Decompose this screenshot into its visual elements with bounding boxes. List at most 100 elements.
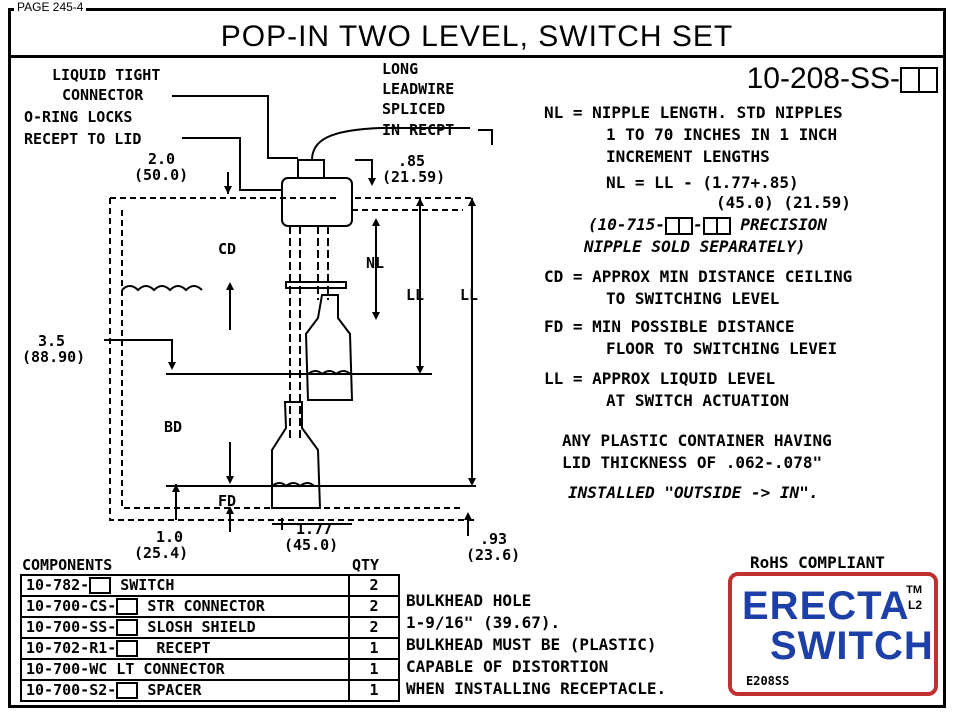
leadwire (311, 127, 470, 161)
arrow (368, 178, 376, 186)
arrow (224, 186, 232, 194)
blank-box-icon (116, 619, 139, 636)
label-liquid-tight-1: LIQUID TIGHT (52, 66, 161, 84)
dim-label-88-90: (88.90) (22, 348, 86, 366)
container-inner-outline (121, 210, 463, 509)
component-cell: 10-702-R1- RECEPT (20, 637, 350, 660)
blank-box-icon (900, 67, 920, 94)
leader-oring (182, 137, 282, 191)
component-part: 10-700-CS- (26, 597, 117, 615)
component-cell: 10-782- SWITCH (20, 574, 350, 597)
bulkhead-2: 1-9/16" (39.67). (406, 613, 561, 632)
title-bar: POP-IN TWO LEVEL, SWITCH SET (8, 8, 946, 58)
label-oring-1: O-RING LOCKS (24, 108, 133, 126)
label-nl: NL (366, 254, 385, 272)
bulkhead-1: BULKHEAD HOLE (406, 591, 532, 610)
qty-cell: 1 (348, 637, 400, 660)
note-fd-2: FLOOR TO SWITCHING LEVEI (606, 339, 838, 358)
dim-label-2-0: 2.0 (148, 150, 176, 168)
drawing-frame (8, 8, 946, 708)
component-desc: SLOSH SHIELD (138, 618, 256, 636)
dim-label-85: .85 (398, 152, 426, 170)
blank-box-icon (680, 216, 694, 235)
note-installed: INSTALLED "OUTSIDE -> IN". (568, 483, 819, 502)
dim-label-50-0: (50.0) (134, 166, 189, 184)
qty-header: QTY (352, 556, 380, 574)
connector-nut (297, 159, 325, 179)
component-desc: SPACER (138, 681, 202, 699)
bulkhead-4: CAPABLE OF DISTORTION (406, 657, 609, 676)
arrow (226, 506, 234, 514)
erecta-switch-logo: ERECTA SWITCH TM L2 E208SS (728, 572, 938, 696)
label-oring-2: RECEPT TO LID (24, 130, 142, 148)
table-row: 10-700-WC LT CONNECTOR 1 (20, 658, 400, 681)
leader-liquid-tight (172, 95, 298, 159)
receptacle-body (281, 177, 353, 227)
component-part: 10-702-R1- (26, 639, 117, 657)
note-formula-1: NL = LL - (1.77+.85) (606, 173, 799, 192)
label-liquid-tight-2: CONNECTOR (62, 86, 144, 104)
leader-85 (355, 159, 373, 184)
note-container-1: ANY PLASTIC CONTAINER HAVING (562, 431, 832, 450)
component-part: 10-700-S2- (26, 681, 117, 699)
bulkhead-3: BULKHEAD MUST BE (PLASTIC) (406, 635, 657, 654)
arrow (464, 512, 472, 520)
lower-switch (271, 401, 322, 509)
page-title: POP-IN TWO LEVEL, SWITCH SET (220, 20, 734, 53)
blank-box-icon (702, 216, 718, 235)
blank-box-icon (665, 216, 681, 235)
label-ll-2: LL (460, 286, 479, 304)
dim-label-23-6: (23.6) (466, 546, 521, 564)
lower-liquid-wave (271, 482, 315, 488)
precision-suffix: PRECISION (730, 215, 828, 234)
ceiling-wave (121, 285, 203, 292)
component-part: 10-700-WC LT CONNECTOR (26, 660, 225, 678)
nipple-left (289, 226, 301, 440)
logo-line-1: ERECTA (742, 584, 910, 628)
arrow (468, 198, 476, 206)
bulkhead-5: WHEN INSTALLING RECEPTACLE. (406, 679, 667, 698)
arrow (416, 366, 424, 374)
dim-3-5 (104, 339, 173, 366)
label-long-4: IN RECPT (382, 121, 455, 139)
label-cd: CD (218, 240, 237, 258)
container-outline (109, 197, 475, 521)
dim-1-77 (272, 518, 352, 530)
leader-long-leadwire (478, 129, 493, 145)
component-desc: RECEPT (138, 639, 211, 657)
component-cell: 10-700-CS- STR CONNECTOR (20, 595, 350, 618)
blank-box-icon (116, 682, 139, 699)
part-number-text: 10-208-SS- (746, 62, 900, 95)
blank-box-icon (116, 598, 139, 615)
rohs-label: RoHS COMPLIANT (750, 553, 885, 572)
blank-box-icon (920, 67, 938, 94)
component-cell: 10-700-SS- SLOSH SHIELD (20, 616, 350, 639)
qty-cell: 2 (348, 595, 400, 618)
table-row: 10-700-S2- SPACER 1 (20, 679, 400, 702)
label-long-2: LEADWIRE (382, 80, 455, 98)
component-desc: SWITCH (111, 576, 175, 594)
note-nl-1: NL = NIPPLE LENGTH. STD NIPPLES (544, 103, 843, 122)
note-container-2: LID THICKNESS OF .062-.078" (562, 453, 823, 472)
qty-cell: 1 (348, 679, 400, 702)
upper-switch (304, 294, 354, 401)
note-nl-3: INCREMENT LENGTHS (606, 147, 770, 166)
qty-cell: 1 (348, 658, 400, 681)
arrow (468, 478, 476, 486)
component-part: 10-782- (26, 576, 90, 594)
dim-label-1-0: 1.0 (156, 528, 184, 546)
logo-l2-tag: L2 (907, 598, 922, 612)
logo-tm: TM (906, 584, 922, 596)
note-nl-2: 1 TO 70 INCHES IN 1 INCH (606, 125, 838, 144)
component-desc: STR CONNECTOR (138, 597, 265, 615)
label-fd: FD (218, 492, 237, 510)
dim-label-45-0: (45.0) (284, 536, 339, 554)
blank-box-icon (116, 640, 139, 657)
label-ll-1: LL (406, 286, 425, 304)
note-fd-1: FD = MIN POSSIBLE DISTANCE (544, 317, 795, 336)
